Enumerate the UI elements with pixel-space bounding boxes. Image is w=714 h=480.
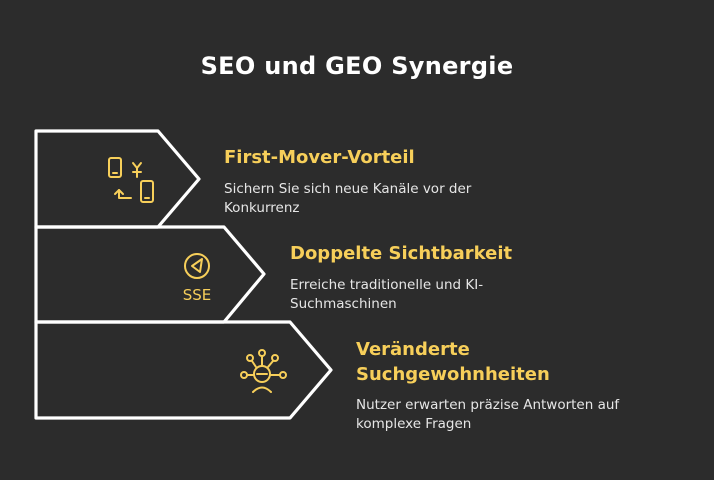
description-line: komplexe Fragen: [356, 416, 472, 432]
item-heading-suchgewohnheiten: Veränderte Suchgewohnheiten: [356, 337, 550, 387]
arrow-block-2: [34, 225, 266, 324]
item-heading-first-mover: First-Mover-Vorteil: [224, 147, 415, 168]
diagram-title: SEO und GEO Synergie: [200, 52, 514, 80]
item-heading-sichtbarkeit: Doppelte Sichtbarkeit: [290, 243, 513, 264]
description-line: Suchmaschinen: [290, 296, 397, 312]
user-network-icon: [240, 349, 287, 393]
item-description-suchgewohnheiten: Nutzer erwarten präzise Antworten auf ko…: [356, 396, 619, 434]
arrow-block-1: [34, 129, 201, 229]
compass-icon-label: SSE: [183, 286, 212, 304]
arrow-block-3: [34, 320, 333, 420]
item-description-first-mover: Sichern Sie sich neue Kanäle vor der Kon…: [224, 180, 471, 218]
description-line: Nutzer erwarten präzise Antworten auf: [356, 397, 620, 413]
heading-line: Veränderte: [356, 339, 470, 360]
compass-icon: [184, 253, 210, 279]
description-line: Sichern Sie sich neue Kanäle vor der: [224, 181, 472, 197]
phone-transfer-icon: [108, 157, 154, 203]
heading-line: Suchgewohnheiten: [356, 364, 550, 385]
item-description-sichtbarkeit: Erreiche traditionelle und KI- Suchmasch…: [290, 276, 483, 314]
description-line: Konkurrenz: [224, 200, 300, 216]
description-line: Erreiche traditionelle und KI-: [290, 277, 484, 293]
